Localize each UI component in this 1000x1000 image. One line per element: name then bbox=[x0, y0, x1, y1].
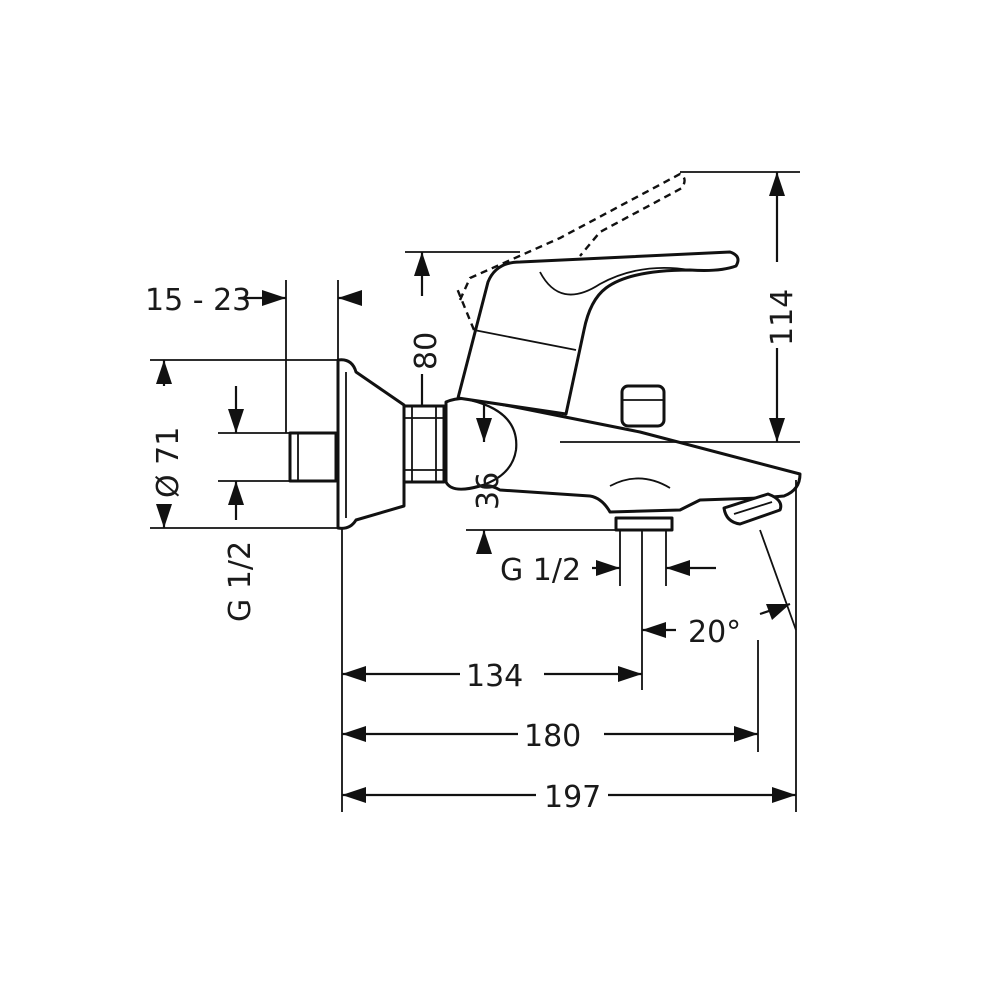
extension-lines bbox=[150, 171, 800, 812]
dimension-labels: 15 - 23 80 114 Ø 71 G 1/2 36 G 1/2 20° 1… bbox=[145, 283, 800, 815]
label-197: 197 bbox=[544, 780, 601, 815]
label-20-degrees: 20° bbox=[688, 615, 741, 650]
label-180: 180 bbox=[524, 719, 581, 754]
faucet-outline bbox=[288, 172, 802, 532]
label-g12-bottom: G 1/2 bbox=[500, 553, 581, 588]
label-diameter-71: Ø 71 bbox=[151, 427, 186, 498]
wall-connector bbox=[288, 431, 338, 483]
diverter-knob bbox=[620, 384, 666, 428]
label-134: 134 bbox=[466, 659, 523, 694]
label-g12-left: G 1/2 bbox=[223, 541, 258, 622]
label-15-23: 15 - 23 bbox=[145, 283, 251, 318]
label-114: 114 bbox=[765, 289, 800, 346]
lever-handle-raised bbox=[458, 172, 686, 301]
label-80: 80 bbox=[409, 332, 444, 370]
bottom-outlet bbox=[614, 516, 674, 532]
dimension-lines bbox=[156, 172, 796, 803]
lever-handle bbox=[456, 250, 740, 416]
label-36: 36 bbox=[471, 472, 506, 510]
wall-flange bbox=[336, 358, 406, 530]
